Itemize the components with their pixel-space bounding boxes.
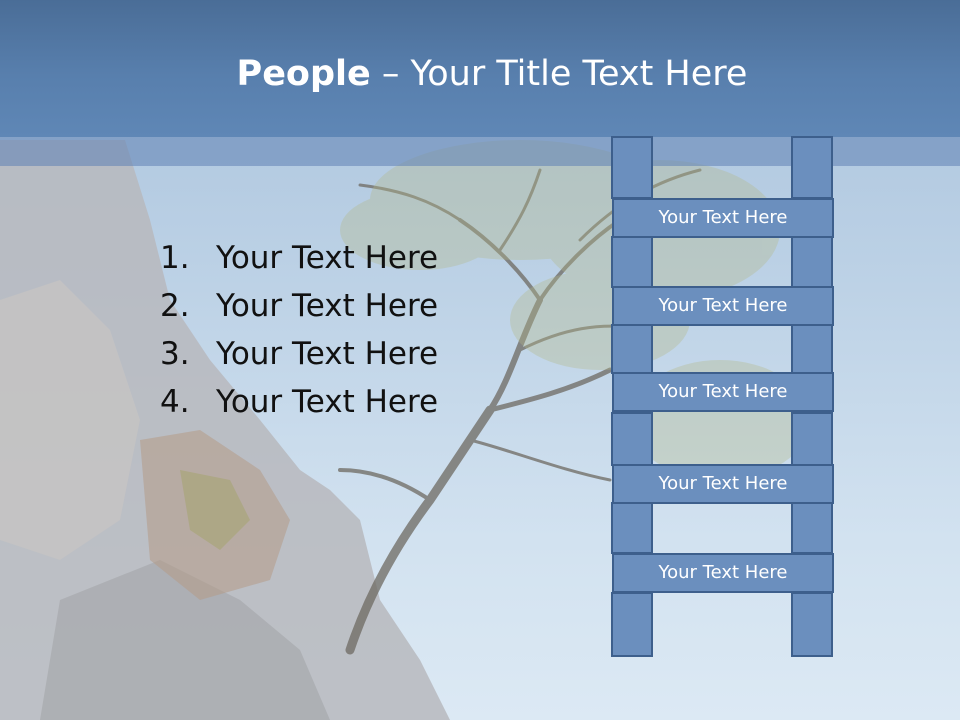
title-bar: [0, 0, 960, 137]
list-item: 4. Your Text Here: [160, 378, 438, 426]
list-item: 3. Your Text Here: [160, 330, 438, 378]
rail-segment: [611, 136, 653, 199]
title-rest: – Your Title Text Here: [370, 54, 748, 94]
rail-segment: [791, 236, 833, 288]
rail-segment: [611, 324, 653, 374]
list-item: 2. Your Text Here: [160, 282, 438, 330]
list-item: 1. Your Text Here: [160, 234, 438, 282]
list-number: 1.: [160, 240, 190, 276]
rail-segment: [791, 502, 833, 554]
ladder-rung-2[interactable]: Your Text Here: [612, 286, 834, 326]
rail-segment: [611, 592, 653, 657]
rail-segment: [791, 412, 833, 466]
rail-segment: [791, 592, 833, 657]
rail-segment: [611, 236, 653, 288]
title-bold: People: [236, 54, 371, 94]
ladder-rung-1[interactable]: Your Text Here: [612, 198, 834, 238]
ladder-diagram: Your Text Here Your Text Here Your Text …: [611, 136, 834, 657]
list-text: Your Text Here: [216, 336, 439, 372]
ladder-rung-3[interactable]: Your Text Here: [612, 372, 834, 412]
list-text: Your Text Here: [216, 240, 439, 276]
numbered-list[interactable]: 1. Your Text Here 2. Your Text Here 3. Your…: [160, 234, 438, 426]
ladder-rung-4[interactable]: Your Text Here: [612, 464, 834, 504]
list-text: Your Text Here: [216, 288, 439, 324]
rail-segment: [791, 136, 833, 199]
list-text: Your Text Here: [216, 384, 439, 420]
ladder-right-rail: [791, 136, 833, 657]
rail-segment: [611, 502, 653, 554]
list-number: 4.: [160, 384, 190, 420]
list-number: 2.: [160, 288, 190, 324]
list-number: 3.: [160, 336, 190, 372]
rail-segment: [611, 412, 653, 466]
ladder-rung-5[interactable]: Your Text Here: [612, 553, 834, 593]
rail-segment: [791, 324, 833, 374]
slide-title[interactable]: People – Your Title Text Here: [0, 52, 960, 96]
